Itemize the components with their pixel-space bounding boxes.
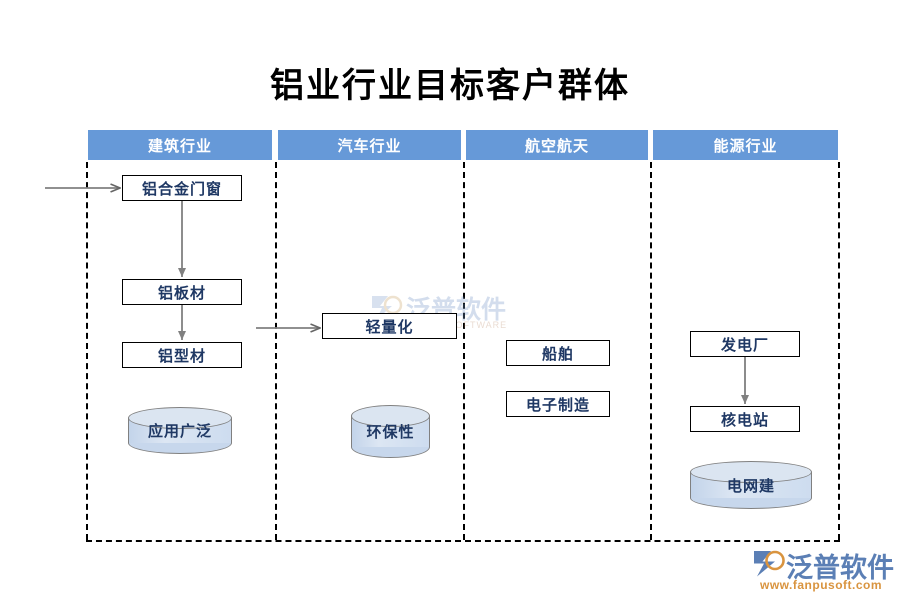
brand-logo: 泛普软件 www.fanpusoft.com — [752, 548, 894, 594]
cylinder-top-ellipse — [128, 407, 232, 429]
cylinder-construction[interactable]: 应用广泛 — [128, 407, 232, 454]
column-header-label: 建筑行业 — [147, 137, 212, 155]
node-label: 船舶 — [541, 345, 574, 363]
node-automotive-1[interactable]: 轻量化 — [322, 313, 457, 339]
frame-divider-3 — [650, 162, 652, 540]
node-aerospace-1[interactable]: 船舶 — [506, 340, 610, 366]
cylinder-energy[interactable]: 电网建 — [690, 461, 812, 509]
cylinder-label: 环保性 — [366, 424, 415, 441]
brand-logo-icon — [754, 550, 785, 577]
node-aerospace-2[interactable]: 电子制造 — [506, 391, 610, 417]
column-header-automotive[interactable]: 汽车行业 — [278, 130, 461, 160]
node-energy-2[interactable]: 核电站 — [690, 406, 800, 432]
node-label: 发电厂 — [720, 336, 769, 354]
cylinder-top-ellipse — [351, 405, 430, 427]
column-header-energy[interactable]: 能源行业 — [653, 130, 838, 160]
cylinder-label: 应用广泛 — [147, 423, 212, 440]
frame-divider-left — [86, 162, 88, 540]
cylinder-top-ellipse — [690, 461, 812, 483]
frame-bottom-edge — [86, 540, 840, 542]
node-label: 核电站 — [720, 411, 769, 429]
node-construction-1[interactable]: 铝合金门窗 — [122, 175, 242, 201]
node-construction-2[interactable]: 铝板材 — [122, 279, 242, 305]
column-header-label: 航空航天 — [524, 137, 589, 155]
column-header-label: 汽车行业 — [337, 137, 402, 155]
column-header-construction[interactable]: 建筑行业 — [88, 130, 272, 160]
cylinder-automotive[interactable]: 环保性 — [351, 405, 430, 458]
frame-divider-1 — [275, 162, 277, 540]
page-title: 铝业行业目标客户群体 — [270, 68, 630, 105]
cylinder-label: 电网建 — [726, 477, 775, 495]
node-construction-3[interactable]: 铝型材 — [122, 342, 242, 368]
column-header-label: 能源行业 — [713, 137, 778, 155]
node-label: 铝合金门窗 — [141, 180, 222, 198]
node-energy-1[interactable]: 发电厂 — [690, 331, 800, 357]
node-label: 电子制造 — [525, 396, 590, 414]
node-label: 铝型材 — [157, 347, 206, 365]
column-header-aerospace[interactable]: 航空航天 — [466, 130, 648, 160]
node-label: 轻量化 — [365, 318, 414, 336]
frame-divider-right — [838, 162, 840, 540]
frame-divider-2 — [463, 162, 465, 540]
brand-url: www.fanpusoft.com — [760, 578, 883, 592]
node-label: 铝板材 — [157, 284, 206, 302]
brand-name: 泛普软件 — [786, 553, 894, 583]
